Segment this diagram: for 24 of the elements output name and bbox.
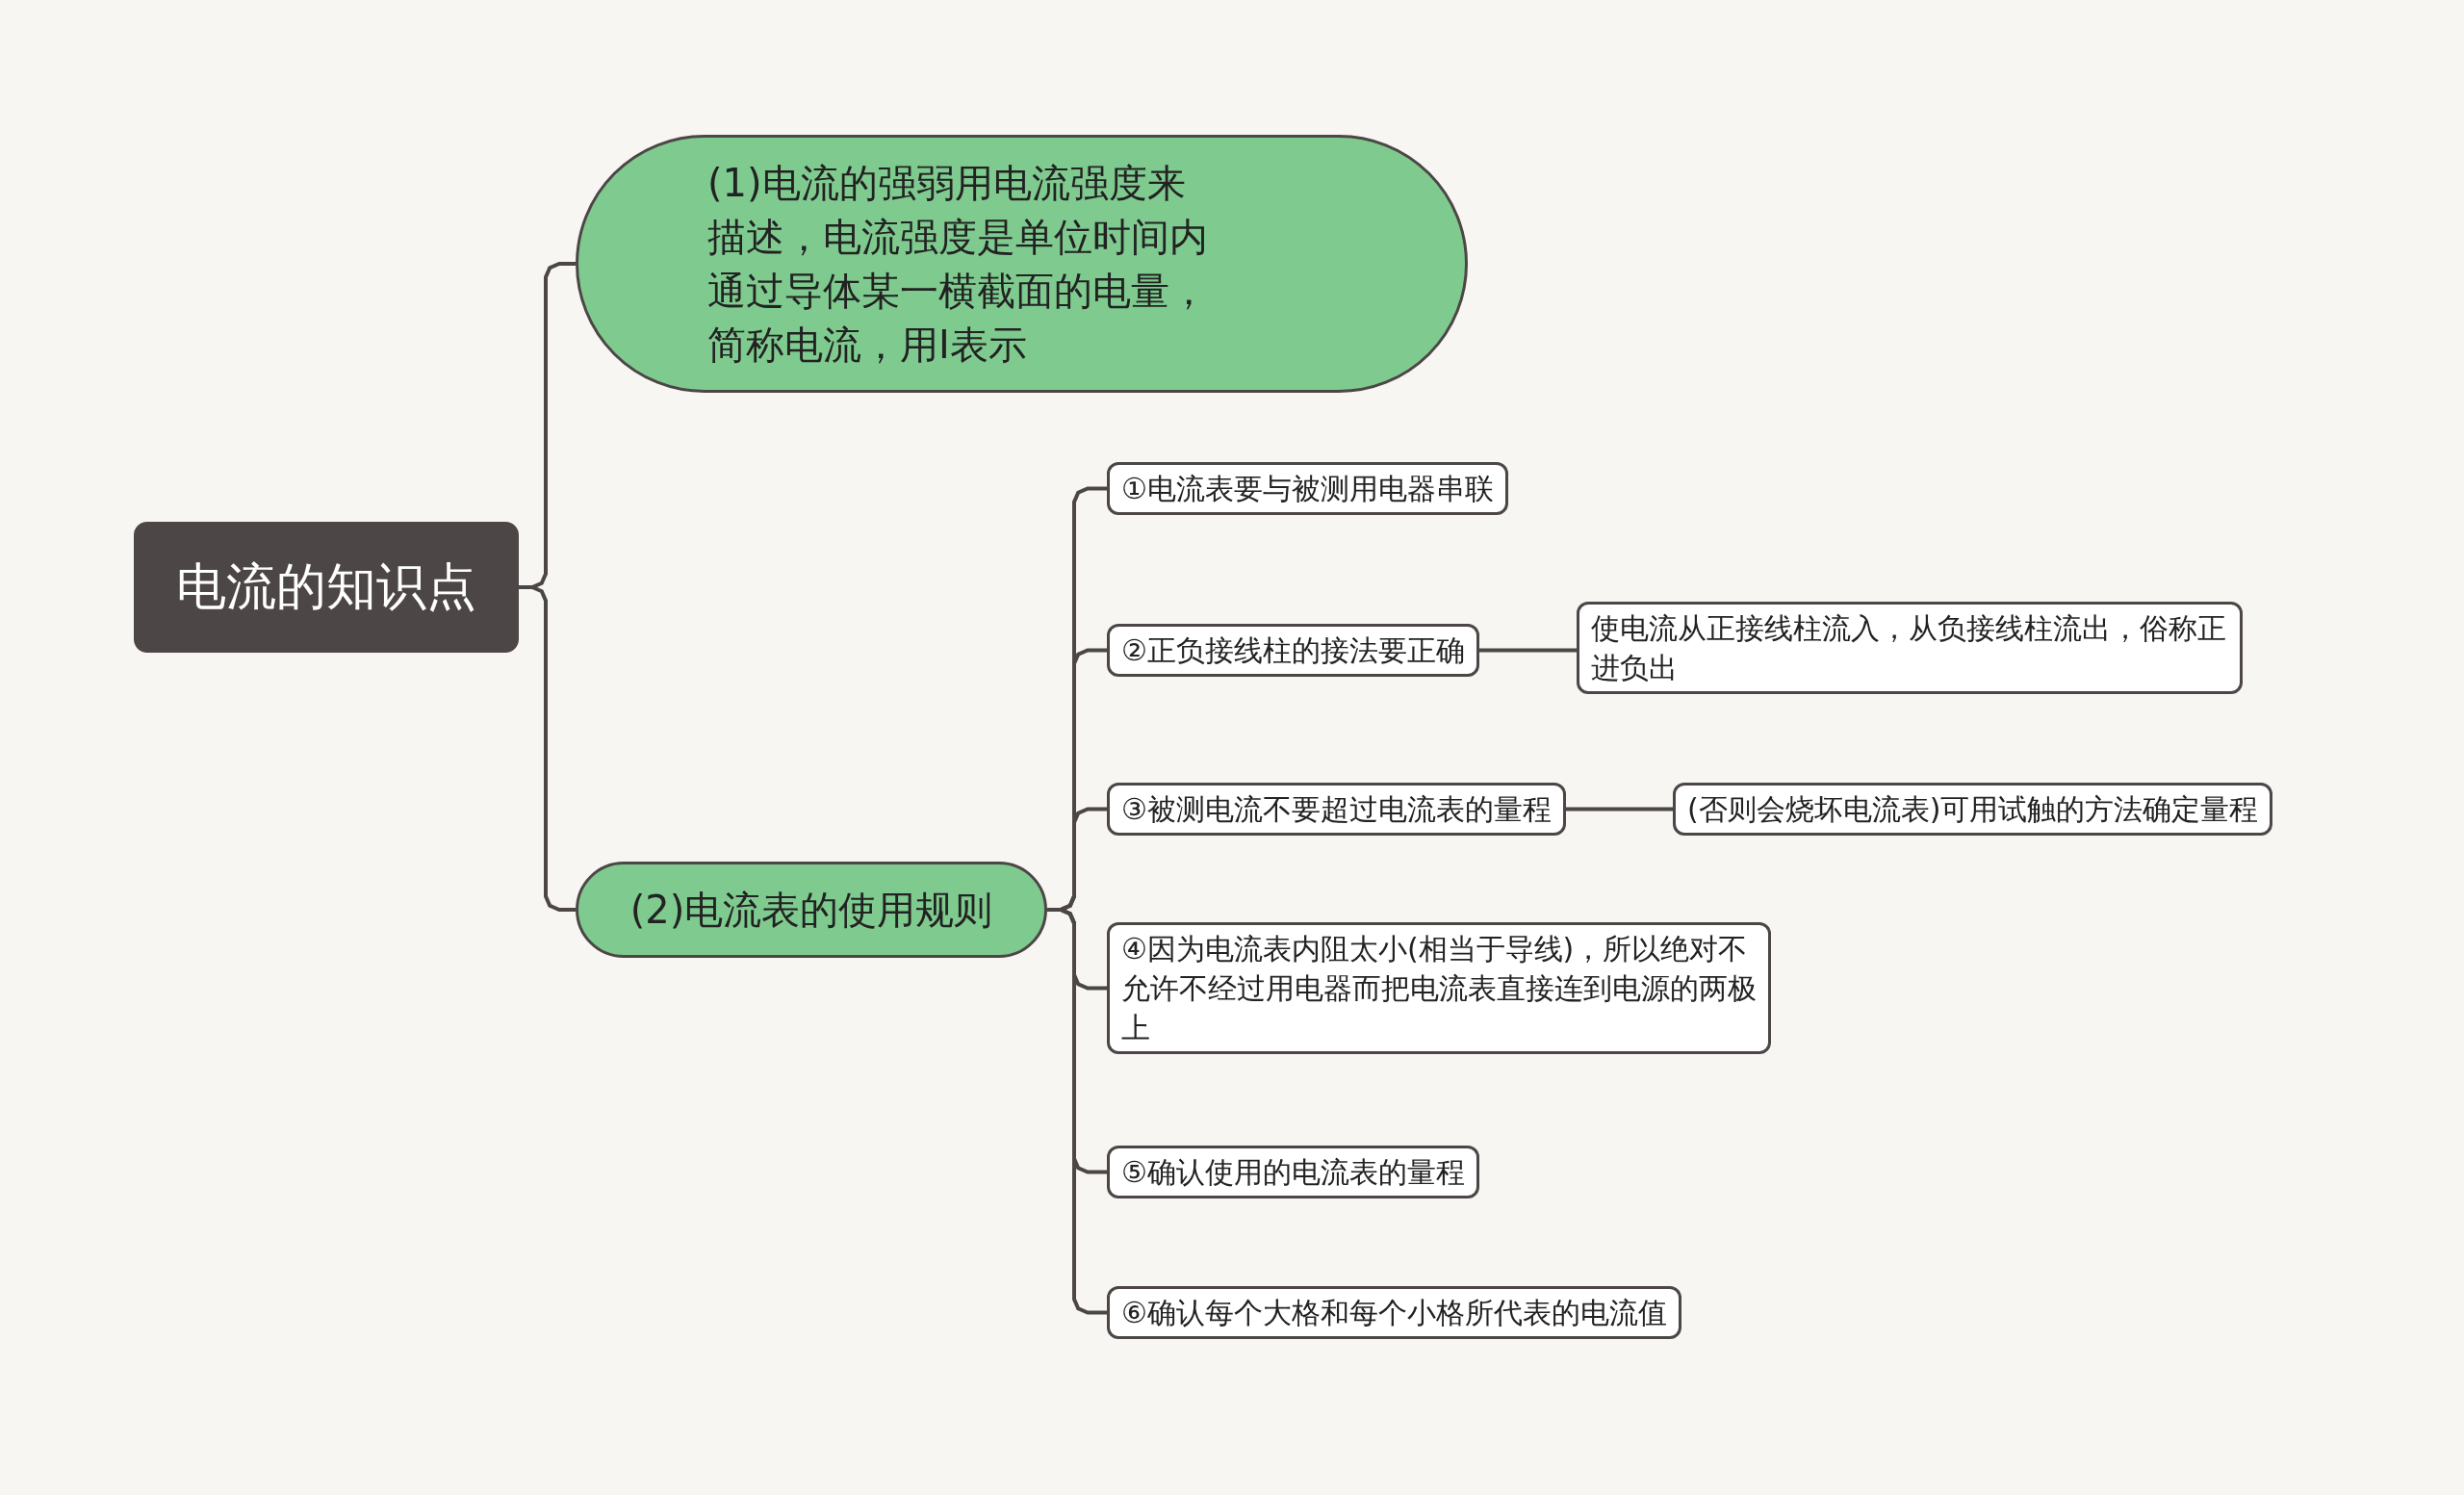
subtopic-text: ⑥确认每个大格和每个小格所代表的电流值 <box>1121 1295 1667 1331</box>
subtopic-text: ②正负接线柱的接法要正确 <box>1121 632 1465 669</box>
subtopic-text: ③被测电流不要超过电流表的量程 <box>1121 791 1552 828</box>
root-topic-box <box>134 522 519 653</box>
subtopic-text: ④因为电流表内阻太小(相当于导线)，所以绝对不允许不经过用电器而把电流表直接连到电源的两极上 <box>1121 931 1757 1046</box>
subtopic-text: 使电流从正接线柱流入，从负接线柱流出，俗称正进负出 <box>1591 610 2227 686</box>
connector-line <box>1565 807 1673 812</box>
connector-line <box>519 585 576 912</box>
subtopic-box <box>1107 1146 1479 1199</box>
subtopic-text: (否则会烧坏电流表)可用试触的方法确定量程 <box>1687 791 2259 828</box>
subtopic-box <box>1107 1286 1681 1339</box>
root-topic-text: 电流的知识点 <box>176 556 476 617</box>
subtopic-text: ⑤确认使用的电流表的量程 <box>1121 1154 1465 1191</box>
subtopic-box <box>1577 602 2243 694</box>
connector-line <box>1047 908 1107 1315</box>
subtopic-box <box>1107 624 1479 677</box>
subtopic-box <box>1673 783 2273 836</box>
topic-text: (1)电流的强弱用电流强度来描述，电流强度是单位时间内通过导体某一横截面的电量，简称电流，用I表示 <box>707 160 1209 369</box>
subtopic-text: ①电流表要与被测用电器串联 <box>1121 471 1494 507</box>
subtopic-box <box>1107 783 1566 836</box>
topic-text: (2)电流表的使用规则 <box>629 887 993 934</box>
connector-line <box>1478 648 1577 653</box>
subtopic-box <box>1107 922 1771 1054</box>
subtopic-box <box>1107 462 1508 515</box>
